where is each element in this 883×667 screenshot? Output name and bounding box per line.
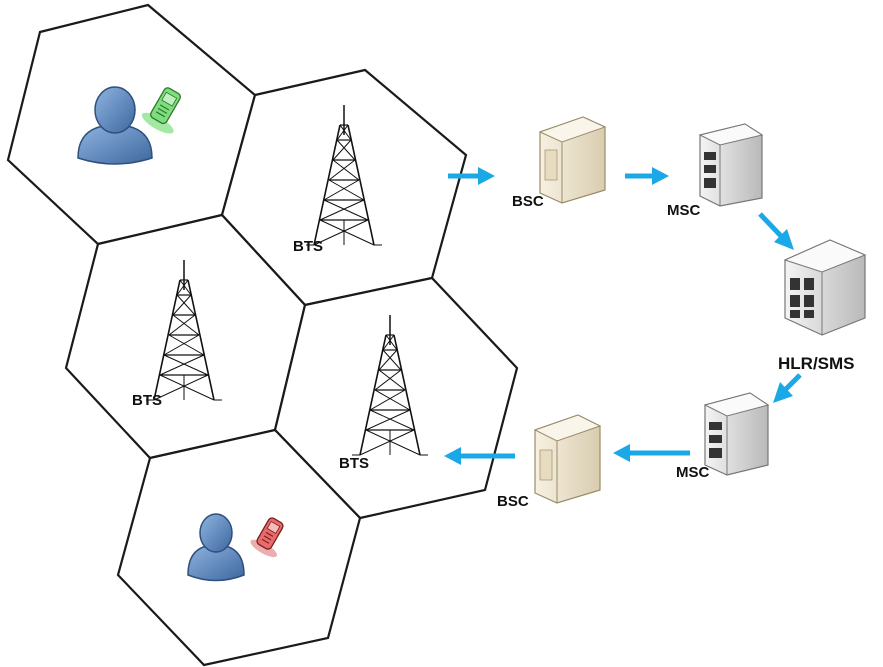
bsc-label-top: BSC xyxy=(512,193,544,210)
arrow-bsc-to-bts xyxy=(444,447,515,465)
msc-bottom-icon xyxy=(703,392,770,476)
msc-top-icon xyxy=(698,123,764,207)
cell-sender xyxy=(6,3,257,246)
hlr-sms-icon xyxy=(783,239,867,336)
arrow-msc-to-bsc xyxy=(613,444,690,462)
bts-label-center: BTS xyxy=(339,455,369,472)
arrow-hlr-to-msc xyxy=(773,373,802,403)
bsc-bottom-icon xyxy=(533,414,602,504)
bsc-label-bottom: BSC xyxy=(497,493,529,510)
sender-user-icon xyxy=(77,86,153,165)
arrow-bsc-to-msc xyxy=(625,167,669,185)
hlr-sms-label: HLR/SMS xyxy=(778,354,855,373)
bsc-top-icon xyxy=(538,116,607,204)
arrow-bts-to-bsc xyxy=(448,167,495,185)
msc-label-top: MSC xyxy=(667,202,701,219)
cell-grid xyxy=(6,3,519,667)
cell-receiver xyxy=(116,428,362,667)
bts-label-top: BTS xyxy=(293,238,323,255)
arrow-msc-to-hlr xyxy=(758,212,794,250)
sender-phone-icon xyxy=(141,87,181,134)
receiver-phone-icon xyxy=(250,517,284,558)
bts-label-left: BTS xyxy=(132,392,162,409)
receiver-user-icon xyxy=(187,513,245,582)
msc-label-bottom: MSC xyxy=(676,464,710,481)
